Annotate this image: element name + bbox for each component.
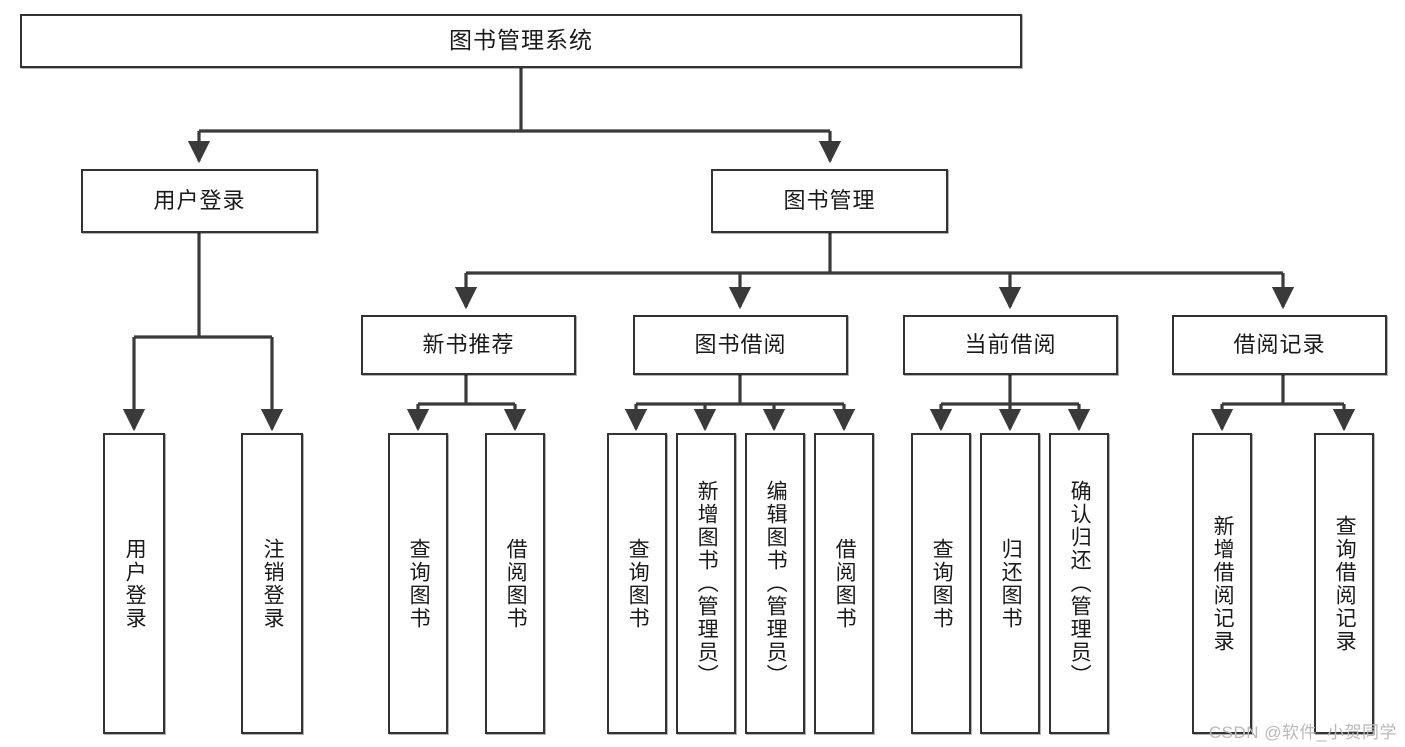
leaf-query-book-2-label: 查询图书	[626, 537, 650, 630]
leaf-edit-book[interactable]: 编辑图书（管理员）	[745, 433, 805, 734]
leaf-add-record-label: 新增借阅记录	[1211, 514, 1235, 653]
node-book-manage[interactable]: 图书管理	[711, 169, 948, 233]
leaf-return-book-label: 归还图书	[999, 537, 1023, 630]
node-book-borrow[interactable]: 图书借阅	[633, 315, 848, 375]
node-root-label: 图书管理系统	[449, 27, 593, 54]
node-book-borrow-label: 图书借阅	[694, 331, 787, 357]
leaf-add-book[interactable]: 新增图书（管理员）	[676, 433, 736, 734]
leaf-return-book[interactable]: 归还图书	[980, 433, 1040, 734]
node-new-book-recommend-label: 新书推荐	[422, 331, 515, 357]
node-current-borrow-label: 当前借阅	[964, 331, 1057, 357]
leaf-confirm-return-label: 确认归还（管理员）	[1068, 480, 1092, 687]
leaf-query-book-3[interactable]: 查询图书	[911, 433, 971, 734]
leaf-query-book-3-label: 查询图书	[930, 537, 954, 630]
node-current-borrow[interactable]: 当前借阅	[903, 315, 1118, 375]
leaf-query-book-1-label: 查询图书	[407, 537, 431, 630]
node-user-login[interactable]: 用户登录	[81, 169, 318, 233]
watermark: CSDN @软件_小贺同学	[1208, 723, 1397, 742]
leaf-user-login[interactable]: 用户登录	[103, 433, 165, 734]
node-root[interactable]: 图书管理系统	[20, 14, 1022, 68]
node-book-manage-label: 图书管理	[783, 187, 876, 213]
leaf-borrow-book-1-label: 借阅图书	[504, 537, 528, 630]
leaf-user-login-label: 用户登录	[123, 537, 147, 630]
leaf-edit-book-label: 编辑图书（管理员）	[764, 480, 788, 687]
leaf-confirm-return[interactable]: 确认归还（管理员）	[1049, 433, 1109, 734]
leaf-logout-login-label: 注销登录	[261, 537, 285, 630]
node-user-login-label: 用户登录	[153, 187, 246, 213]
node-new-book-recommend[interactable]: 新书推荐	[361, 315, 576, 375]
leaf-borrow-book-1[interactable]: 借阅图书	[485, 433, 545, 734]
leaf-query-record[interactable]: 查询借阅记录	[1314, 433, 1374, 734]
leaf-query-record-label: 查询借阅记录	[1333, 514, 1357, 653]
leaf-add-record[interactable]: 新增借阅记录	[1192, 433, 1252, 734]
leaf-borrow-book-2-label: 借阅图书	[833, 537, 857, 630]
node-borrow-record-label: 借阅记录	[1233, 331, 1326, 357]
leaf-add-book-label: 新增图书（管理员）	[695, 480, 719, 687]
leaf-borrow-book-2[interactable]: 借阅图书	[814, 433, 874, 734]
leaf-logout-login[interactable]: 注销登录	[241, 433, 303, 734]
node-borrow-record[interactable]: 借阅记录	[1172, 315, 1387, 375]
leaf-query-book-2[interactable]: 查询图书	[607, 433, 667, 734]
leaf-query-book-1[interactable]: 查询图书	[388, 433, 448, 734]
